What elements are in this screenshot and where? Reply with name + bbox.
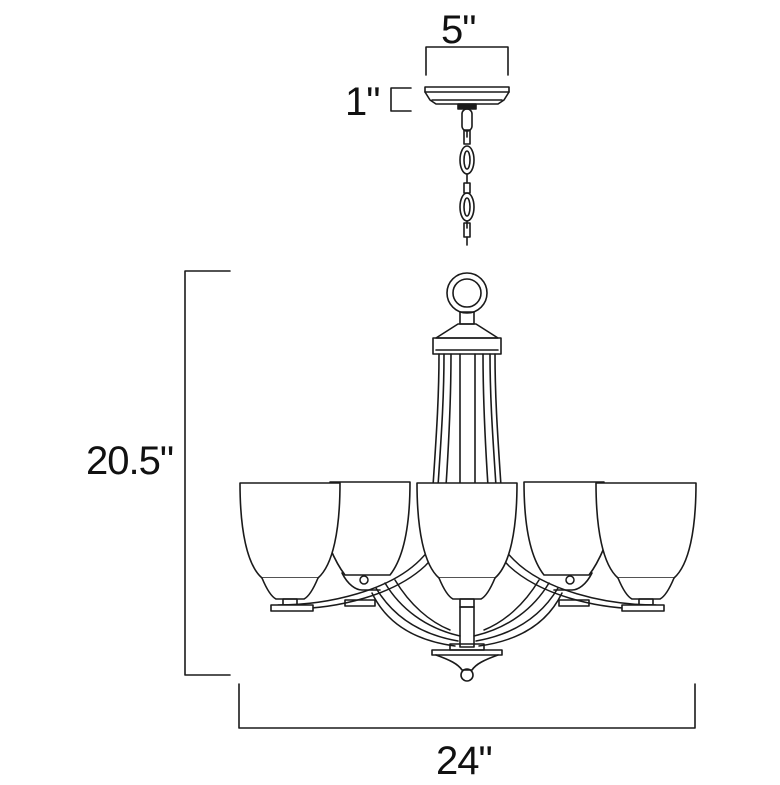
glass-shade-icon (417, 483, 517, 599)
canopy-width-bracket (426, 47, 508, 75)
fixture-height-label: 20.5" (86, 439, 174, 483)
glass-shade-icon (240, 483, 340, 611)
glass-shade-icon (330, 482, 410, 606)
glass-shade-icon (524, 482, 604, 606)
center-column-icon (433, 354, 501, 486)
bottom-finial-icon (432, 599, 502, 681)
fixture-height-bracket (185, 271, 230, 675)
canopy-width-label: 5" (441, 8, 476, 52)
cap-icon (433, 324, 501, 354)
canopy-height-bracket (391, 88, 411, 111)
canopy-icon (425, 87, 509, 109)
chain-icon (460, 109, 474, 245)
fixture-width-label: 24" (436, 739, 493, 783)
hanging-loop-icon (447, 273, 487, 324)
glass-shade-icon (596, 483, 696, 611)
canopy-height-label: 1" (345, 80, 380, 124)
fixture-width-bracket (239, 684, 695, 728)
